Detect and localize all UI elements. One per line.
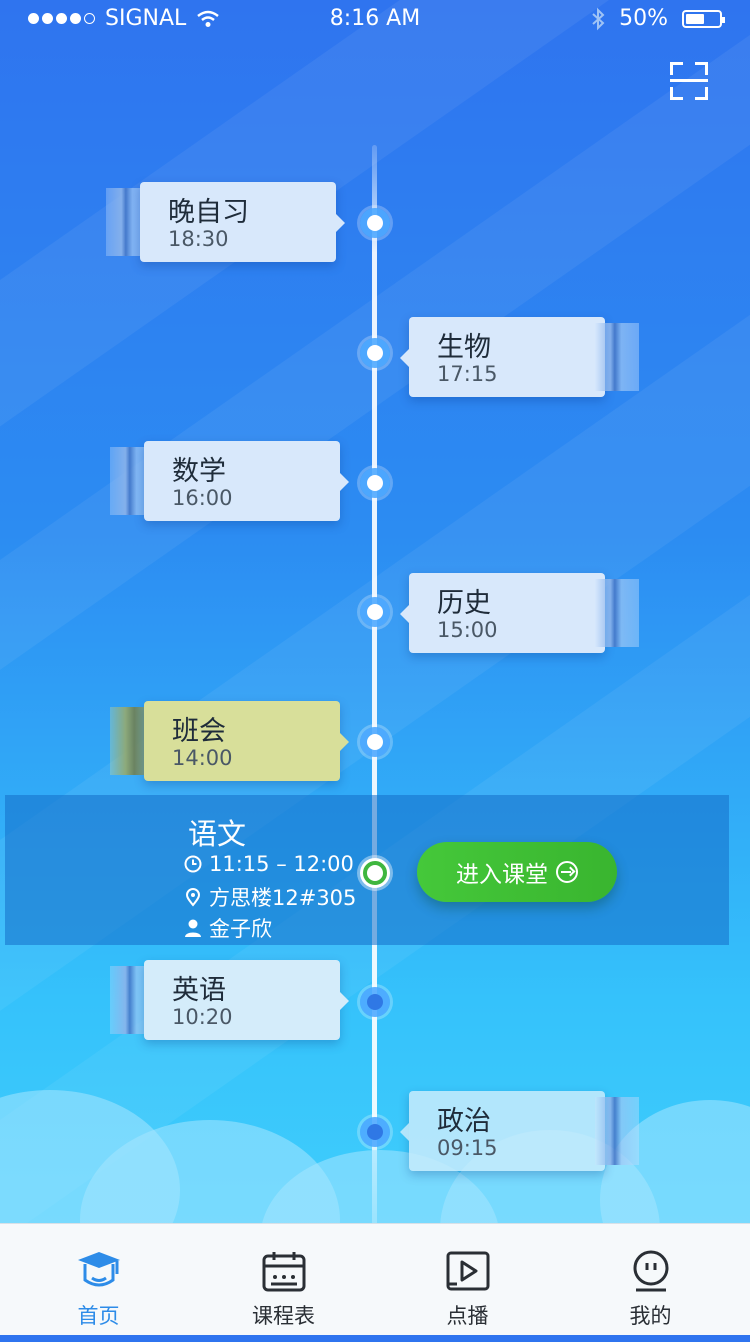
course-title: 生物 xyxy=(437,332,491,363)
timeline-node xyxy=(360,1117,390,1147)
timeline-line xyxy=(372,145,377,1225)
course-time: 09:15 xyxy=(437,1136,498,1160)
enter-classroom-button[interactable]: 进入课堂 xyxy=(417,842,617,902)
current-teacher: 金子欣 xyxy=(209,917,272,941)
tab-schedule[interactable]: 课程表 xyxy=(190,1224,377,1335)
timeline-node xyxy=(360,208,390,238)
current-teacher-row: 金子欣 xyxy=(183,913,272,943)
wifi-icon xyxy=(197,10,220,27)
current-time-range: 11:15 – 12:00 xyxy=(209,852,354,876)
tab-home[interactable]: 首页 xyxy=(5,1224,192,1335)
scan-icon[interactable] xyxy=(670,62,708,100)
graduation-cap-icon xyxy=(78,1252,120,1287)
current-time-row: 11:15 – 12:00 xyxy=(183,852,354,876)
clock-icon xyxy=(184,855,202,873)
clock: 8:16 AM xyxy=(329,6,421,31)
timeline-node xyxy=(360,597,390,627)
course-card[interactable]: 政治 09:15 xyxy=(400,1091,649,1171)
tab-vod[interactable]: 点播 xyxy=(374,1224,561,1335)
course-title: 政治 xyxy=(437,1106,491,1137)
timeline-node xyxy=(360,338,390,368)
tab-label: 首页 xyxy=(77,1304,120,1328)
current-course-title: 语文 xyxy=(188,817,247,851)
course-time: 16:00 xyxy=(172,486,233,510)
course-title: 班会 xyxy=(172,716,226,747)
timeline-node-current xyxy=(360,858,390,888)
course-title: 历史 xyxy=(437,588,491,619)
signal-strength-icon xyxy=(28,13,95,24)
profile-face-icon xyxy=(633,1250,669,1292)
battery-percent: 50% xyxy=(619,6,668,31)
course-card[interactable]: 英语 10:20 xyxy=(100,960,360,1040)
course-title: 英语 xyxy=(172,975,226,1006)
timeline-node xyxy=(360,727,390,757)
enter-arrow-icon xyxy=(556,861,578,883)
tab-me[interactable]: 我的 xyxy=(557,1224,744,1335)
calendar-icon xyxy=(262,1252,306,1292)
carrier-label: SIGNAL xyxy=(105,6,187,31)
current-location-row: 方思楼12#305 xyxy=(183,882,356,912)
tab-label: 课程表 xyxy=(252,1304,315,1328)
course-time: 17:15 xyxy=(437,362,498,386)
course-card[interactable]: 生物 17:15 xyxy=(400,317,649,397)
status-bar: SIGNAL 8:16 AM 50% xyxy=(0,0,750,40)
course-time: 14:00 xyxy=(172,746,233,770)
timeline-node xyxy=(360,468,390,498)
course-time: 10:20 xyxy=(172,1005,233,1029)
battery-icon xyxy=(682,9,725,28)
play-icon xyxy=(446,1251,490,1291)
course-card[interactable]: 数学 16:00 xyxy=(100,441,360,521)
bluetooth-icon xyxy=(592,7,605,30)
tab-label: 我的 xyxy=(629,1304,672,1328)
tab-label: 点播 xyxy=(446,1304,489,1328)
course-time: 18:30 xyxy=(168,227,229,251)
timeline-node xyxy=(360,987,390,1017)
course-time: 15:00 xyxy=(437,618,498,642)
person-icon xyxy=(185,919,201,937)
course-card[interactable]: 班会 14:00 xyxy=(100,701,360,781)
course-title: 数学 xyxy=(172,456,226,487)
bottom-tab-bar: 首页 课程表 点播 我的 xyxy=(0,1223,750,1335)
course-card[interactable]: 历史 15:00 xyxy=(400,573,649,653)
current-location: 方思楼12#305 xyxy=(209,886,357,910)
course-title: 晚自习 xyxy=(168,197,249,228)
location-pin-icon xyxy=(185,888,201,907)
enter-classroom-label: 进入课堂 xyxy=(456,862,548,888)
course-card[interactable]: 晚自习 18:30 xyxy=(96,182,356,262)
